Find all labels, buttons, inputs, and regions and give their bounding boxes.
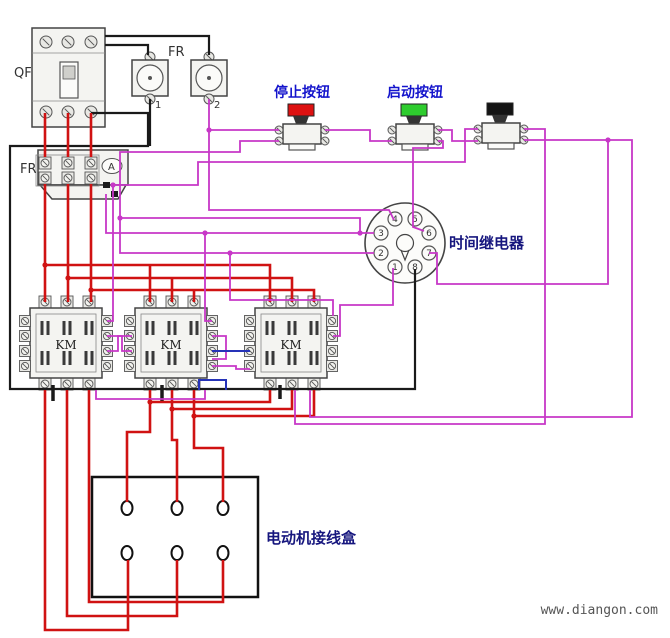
svg-text:7: 7 xyxy=(426,249,432,259)
fuse-2-number: 2 xyxy=(214,100,220,111)
fuse-1: 1 xyxy=(131,51,169,111)
contactor-km-1-label: KM xyxy=(55,338,76,352)
svg-text:8: 8 xyxy=(412,263,418,273)
thermal-relay-fr: A FR xyxy=(20,149,129,200)
time-relay-pin-2: 2 xyxy=(373,245,389,261)
contactor-km-2-label: KM xyxy=(160,338,181,352)
fr-ammeter-label: A xyxy=(108,162,115,173)
fr-aux-terminal-1 xyxy=(103,182,110,188)
contactor-km-3: KM xyxy=(244,295,338,391)
fuse-group: FR 1 2 xyxy=(131,45,228,111)
fr-aux-terminal-2 xyxy=(111,191,118,197)
start-button[interactable]: 启动按钮 xyxy=(387,84,443,151)
svg-text:2: 2 xyxy=(378,249,384,259)
time-relay-label: 时间继电器 xyxy=(449,234,525,252)
stop-button-spring xyxy=(293,116,309,124)
motor-box-label: 电动机接线盒 xyxy=(266,529,357,547)
stop-button[interactable]: 停止按钮 xyxy=(274,84,330,151)
motor-terminal-v1 xyxy=(170,500,184,516)
svg-text:3: 3 xyxy=(378,229,384,239)
time-relay-pin-6: 6 xyxy=(421,225,437,241)
motor-terminal-v2 xyxy=(216,545,230,561)
stop-button-label: 停止按钮 xyxy=(274,84,330,101)
time-relay-pin-3: 3 xyxy=(373,225,389,241)
aux-button-spring xyxy=(492,115,508,123)
time-relay: 1 2 3 4 5 6 7 8 时间继电器 xyxy=(364,202,525,284)
motor-terminal-w2 xyxy=(120,545,134,561)
wires-layer xyxy=(8,34,633,632)
fuse-group-label: FR xyxy=(168,45,185,60)
contactor-km-3-label: KM xyxy=(280,338,301,352)
fr-ammeter-dial xyxy=(101,158,123,174)
qf-toggle-handle xyxy=(62,65,76,80)
fuse-1-number: 1 xyxy=(155,100,161,111)
motor-terminal-u2 xyxy=(170,545,184,561)
contactor-km-1: KM xyxy=(19,295,113,391)
fr-label: FR xyxy=(20,162,37,177)
stop-button-cap[interactable] xyxy=(287,103,315,117)
watermark: www.diangon.com xyxy=(541,603,659,618)
start-button-spring xyxy=(406,116,422,124)
contactor-km-2: KM xyxy=(124,295,218,391)
svg-text:5: 5 xyxy=(412,215,418,225)
time-relay-pin-1: 1 xyxy=(387,259,403,275)
motor-terminal-u1 xyxy=(120,500,134,516)
qf-label: QF xyxy=(14,66,32,81)
time-relay-pin-5: 5 xyxy=(407,211,423,227)
circuit-breaker-qf: QF xyxy=(14,27,106,128)
motor-terminal-w1 xyxy=(216,500,230,516)
svg-text:4: 4 xyxy=(392,215,398,225)
svg-text:1: 1 xyxy=(392,263,398,273)
aux-button-cap[interactable] xyxy=(486,102,514,116)
svg-text:6: 6 xyxy=(426,229,432,239)
motor-terminal-box: 电动机接线盒 xyxy=(90,475,357,599)
aux-button[interactable] xyxy=(473,102,529,150)
fuse-2: 2 xyxy=(190,51,228,111)
start-button-cap[interactable] xyxy=(400,103,428,117)
start-button-label: 启动按钮 xyxy=(387,84,443,101)
time-relay-keyway xyxy=(395,233,415,253)
